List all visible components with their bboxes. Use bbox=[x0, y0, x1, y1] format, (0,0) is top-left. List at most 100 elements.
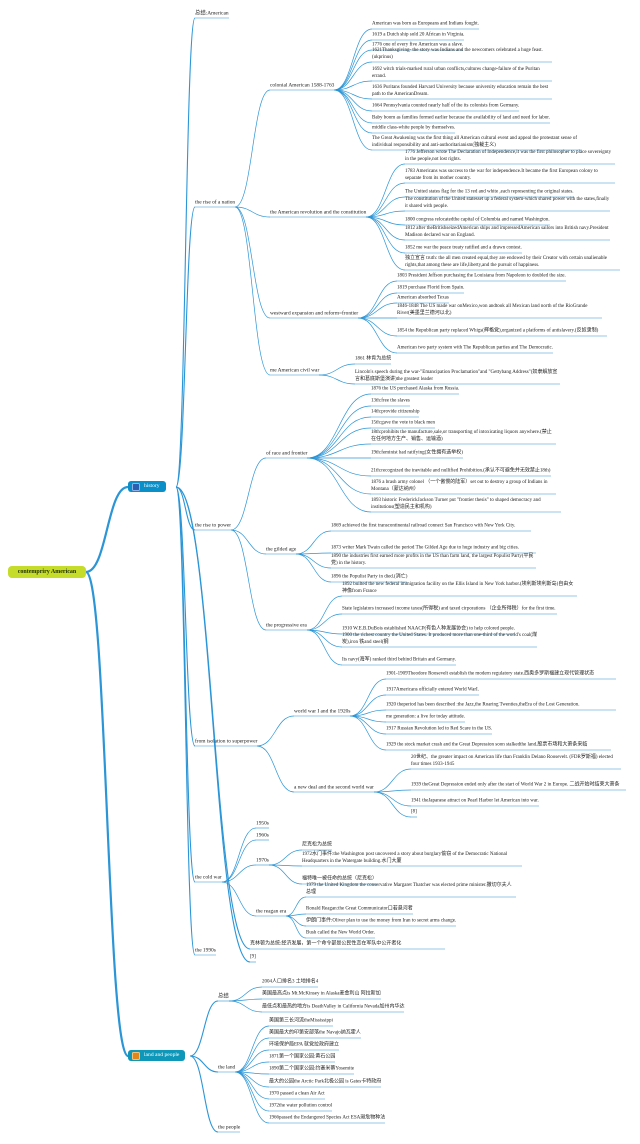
branch-node[interactable]: westward expansion and reform=frontier bbox=[270, 310, 359, 317]
leaf-node[interactable]: 1871第一个国家公园:黄石公园 bbox=[269, 1054, 336, 1060]
leaf-node[interactable]: 1819 purchase Florid from Spain. bbox=[397, 285, 465, 291]
leaf-node[interactable]: Ronald Reagan:the Great Communicator口若悬河… bbox=[306, 906, 413, 912]
leaf-node[interactable]: State legislators increased income taxes… bbox=[342, 606, 556, 612]
branch-node[interactable]: 1970s bbox=[256, 857, 269, 864]
leaf-node[interactable]: 1664 Pennsylvania counted nearly half of… bbox=[372, 103, 520, 109]
branch-node[interactable]: 1960s bbox=[256, 832, 269, 839]
branch-node[interactable]: the land bbox=[218, 1064, 236, 1071]
leaf-node[interactable]: The United states flag for the 13 red an… bbox=[405, 189, 574, 195]
leaf-node[interactable]: 克林顿为总统:经济发展，第一个命令部是公民性恋在军队中公开者化 bbox=[250, 941, 402, 947]
leaf-node[interactable]: The Great Awakening was the first thing … bbox=[372, 136, 578, 148]
leaf-node[interactable]: 21th:recognized the inevitable and nulli… bbox=[371, 468, 551, 474]
leaf-node[interactable]: 美国最高点is Mt.McKinsey in Alaska麦金利山 阿拉斯加 bbox=[262, 991, 381, 997]
leaf-node[interactable]: 1803 President Jeffson purchasing the Lo… bbox=[397, 273, 566, 279]
leaf-node[interactable]: 1873 writer Mark Twain called the period… bbox=[331, 545, 519, 551]
leaf-node[interactable]: American was born as Europeans and India… bbox=[372, 21, 479, 27]
leaf-node[interactable]: 1929 the stock market crash and the Grea… bbox=[386, 742, 588, 748]
leaf-node[interactable]: 尼克松为总统 bbox=[302, 842, 333, 848]
branch-node[interactable]: the 1990s bbox=[195, 947, 216, 954]
leaf-node[interactable]: Its navy(海军) ranked third behind Britain… bbox=[342, 657, 457, 663]
leaf-node[interactable]: 13th:free the slaves bbox=[371, 398, 410, 404]
leaf-node[interactable]: 15th:gave the vote to black men bbox=[371, 420, 436, 426]
leaf-node[interactable]: Baby boom as families formed earlier bec… bbox=[372, 115, 550, 121]
leaf-node[interactable]: 1917Americans officially entered World W… bbox=[386, 687, 479, 693]
leaf-node[interactable]: 1901-1909Theodore Roosevelt establish th… bbox=[386, 671, 595, 677]
leaf-node[interactable]: 14th:provide citizenship bbox=[371, 409, 420, 415]
leaf-node[interactable]: 1941 theJapanese attract on Pearl Harbor… bbox=[411, 798, 539, 804]
leaf-node[interactable]: 20世纪、the greater impact on American life… bbox=[411, 755, 613, 767]
leaf-node[interactable]: 1939 theGreat Depression ended only afte… bbox=[411, 782, 620, 788]
leaf-node[interactable]: 2004人口排名3 土地排名4 bbox=[262, 979, 319, 985]
leaf-node[interactable]: 环境保护局EPA 就党拉政府建立 bbox=[269, 1042, 339, 1048]
leaf-node[interactable]: 1636 Puritans founded Harvard University… bbox=[372, 85, 549, 97]
leaf-node[interactable]: The constitution of the United statesset… bbox=[405, 197, 610, 209]
leaf-node[interactable]: 独立宣言 truth: the all men created equal,th… bbox=[405, 256, 608, 268]
branch-node[interactable]: from isolation to superpower bbox=[195, 738, 258, 745]
branch-node[interactable]: colonial American 1588-1763 bbox=[270, 82, 335, 89]
leaf-node[interactable]: 1854 the Republican party replaced Whigs… bbox=[397, 328, 599, 334]
branch-node[interactable]: the people bbox=[218, 1124, 241, 1131]
leaf-node[interactable]: 伊朗门事件:Oliver plan to use the money from … bbox=[306, 918, 457, 924]
branch-node[interactable]: 1950s bbox=[256, 820, 269, 827]
leaf-node[interactable]: 美国第三长河流theMississippi bbox=[269, 1018, 333, 1024]
root-node[interactable]: contempriry American bbox=[8, 566, 86, 578]
leaf-node[interactable]: 1621Thanksgiving- the story was Indians … bbox=[372, 48, 543, 60]
leaf-node[interactable]: 美国最大的印第安部落the Navajo纳瓦霍人 bbox=[269, 1030, 361, 1036]
leaf-node[interactable]: American absorbed Texas bbox=[397, 295, 449, 301]
leaf-node[interactable]: Lincoln's speech during the war-"Emancip… bbox=[355, 370, 558, 382]
branch-node[interactable]: of race and frontier bbox=[266, 450, 308, 457]
leaf-node[interactable]: 1776 Jefferson wrote The Declaration of … bbox=[405, 150, 612, 162]
branch-node[interactable]: the cold war bbox=[195, 874, 222, 881]
leaf-node[interactable]: Bush called the New World Order. bbox=[306, 930, 375, 936]
leaf-node[interactable]: [9] bbox=[250, 954, 256, 960]
leaf-node[interactable]: 1776 one of every five American was a sl… bbox=[372, 42, 464, 48]
leaf-node[interactable]: 18th:prohibits the manufacture,sale,or t… bbox=[371, 430, 552, 442]
leaf-node[interactable]: 1783 Americans was success to the war fo… bbox=[405, 169, 598, 181]
leaf-node[interactable]: 1800 congress relocatedthe capital of Co… bbox=[405, 217, 550, 223]
branch-node[interactable]: world war I and the 1920s bbox=[294, 708, 351, 715]
leaf-node[interactable]: 最大的公园the Arctic Park北极公园 is Gates卡特政府 bbox=[269, 1079, 382, 1085]
branch-node[interactable]: me American civil war bbox=[270, 367, 320, 374]
category-land-and-people[interactable]: land and people bbox=[128, 1050, 186, 1061]
leaf-node[interactable]: 1917 Russian Revolution led to Red Scare… bbox=[386, 726, 493, 732]
leaf-node[interactable]: 1692 witch trials-marked rural urban con… bbox=[372, 67, 540, 79]
leaf-node[interactable]: 1876 a brash army colonel （一个傲慢的陆军）set o… bbox=[371, 480, 548, 492]
leaf-node[interactable]: 1846-1848 The US made war onMexico,won a… bbox=[397, 304, 588, 316]
leaf-node[interactable]: 1972the water pollution control bbox=[269, 1103, 333, 1109]
leaf-node[interactable]: 1972水门事件:the Washington post uncovered a… bbox=[302, 852, 508, 864]
leaf-node[interactable]: 1890 the industries first earned more pr… bbox=[331, 554, 534, 566]
leaf-node[interactable]: 1920 theperiod has been described :the J… bbox=[386, 702, 580, 708]
branch-node[interactable]: 总结 bbox=[218, 993, 229, 1000]
leaf-node[interactable]: American two party system with The Repub… bbox=[397, 345, 554, 351]
leaf-node[interactable]: 1900 the richest country the United Stat… bbox=[342, 633, 538, 645]
leaf-node[interactable]: 1966passed the Endangered Species Act ES… bbox=[269, 1115, 386, 1121]
branch-node[interactable]: 总结:American bbox=[195, 10, 229, 17]
leaf-node[interactable]: 福特唯一被任命的总统（尼克松） bbox=[302, 876, 378, 882]
leaf-node[interactable]: 19th:feminist had ratifying(女性拥有选举权) bbox=[371, 450, 463, 456]
branch-node[interactable]: a new deal and the second world war bbox=[294, 784, 374, 791]
leaf-node[interactable]: 1619 a Dutch ship sold 20 African in Vir… bbox=[372, 32, 465, 38]
leaf-node[interactable]: 1893 historic FrederickJackson Turner pu… bbox=[371, 498, 541, 510]
leaf-node[interactable]: middle class-white people by themselves. bbox=[372, 125, 456, 131]
branch-node[interactable]: the rise to power bbox=[195, 522, 232, 529]
leaf-node[interactable]: 1970 passed a clean Air Act bbox=[269, 1091, 325, 1097]
leaf-node[interactable]: 最低点和最热的地方is DeathValley in California Ne… bbox=[262, 1004, 405, 1010]
branch-node[interactable]: the rise of a nation bbox=[195, 199, 236, 206]
leaf-node[interactable]: me generation: a live for today attitude… bbox=[386, 714, 465, 720]
leaf-node[interactable]: [8] bbox=[411, 809, 417, 815]
leaf-node[interactable]: 1852 me war the peace treaty ratified an… bbox=[405, 245, 522, 251]
leaf-node[interactable]: 1861 林肯为总统 bbox=[355, 356, 392, 362]
leaf-node[interactable]: 1896 the Populist Party in died.(消亡) bbox=[331, 574, 408, 580]
leaf-node[interactable]: 1979 the United Kingdom the conservative… bbox=[306, 883, 512, 895]
leaf-node[interactable]: 1869 achieved the first transcontinental… bbox=[331, 523, 516, 529]
leaf-node[interactable]: 1876 the US purchased Alaska from Russia… bbox=[371, 386, 460, 392]
branch-node[interactable]: the American revolution and the constitu… bbox=[270, 209, 367, 216]
leaf-node[interactable]: 1910 W.E.B.DuBois established NAACP(有色人种… bbox=[342, 626, 515, 632]
branch-node[interactable]: the gilded age bbox=[266, 546, 297, 553]
leaf-node[interactable]: 1890第二个国家公园:约塞米蒂Yosemite bbox=[269, 1066, 355, 1072]
leaf-node[interactable]: 1892 builted the new federal immigration… bbox=[342, 582, 574, 594]
category-history[interactable]: history bbox=[128, 481, 166, 492]
branch-node[interactable]: the progressive era bbox=[266, 622, 307, 629]
leaf-node[interactable]: 1812 after theBritishseizedAmerican ship… bbox=[405, 226, 609, 238]
branch-node[interactable]: the reagan era bbox=[256, 908, 287, 915]
